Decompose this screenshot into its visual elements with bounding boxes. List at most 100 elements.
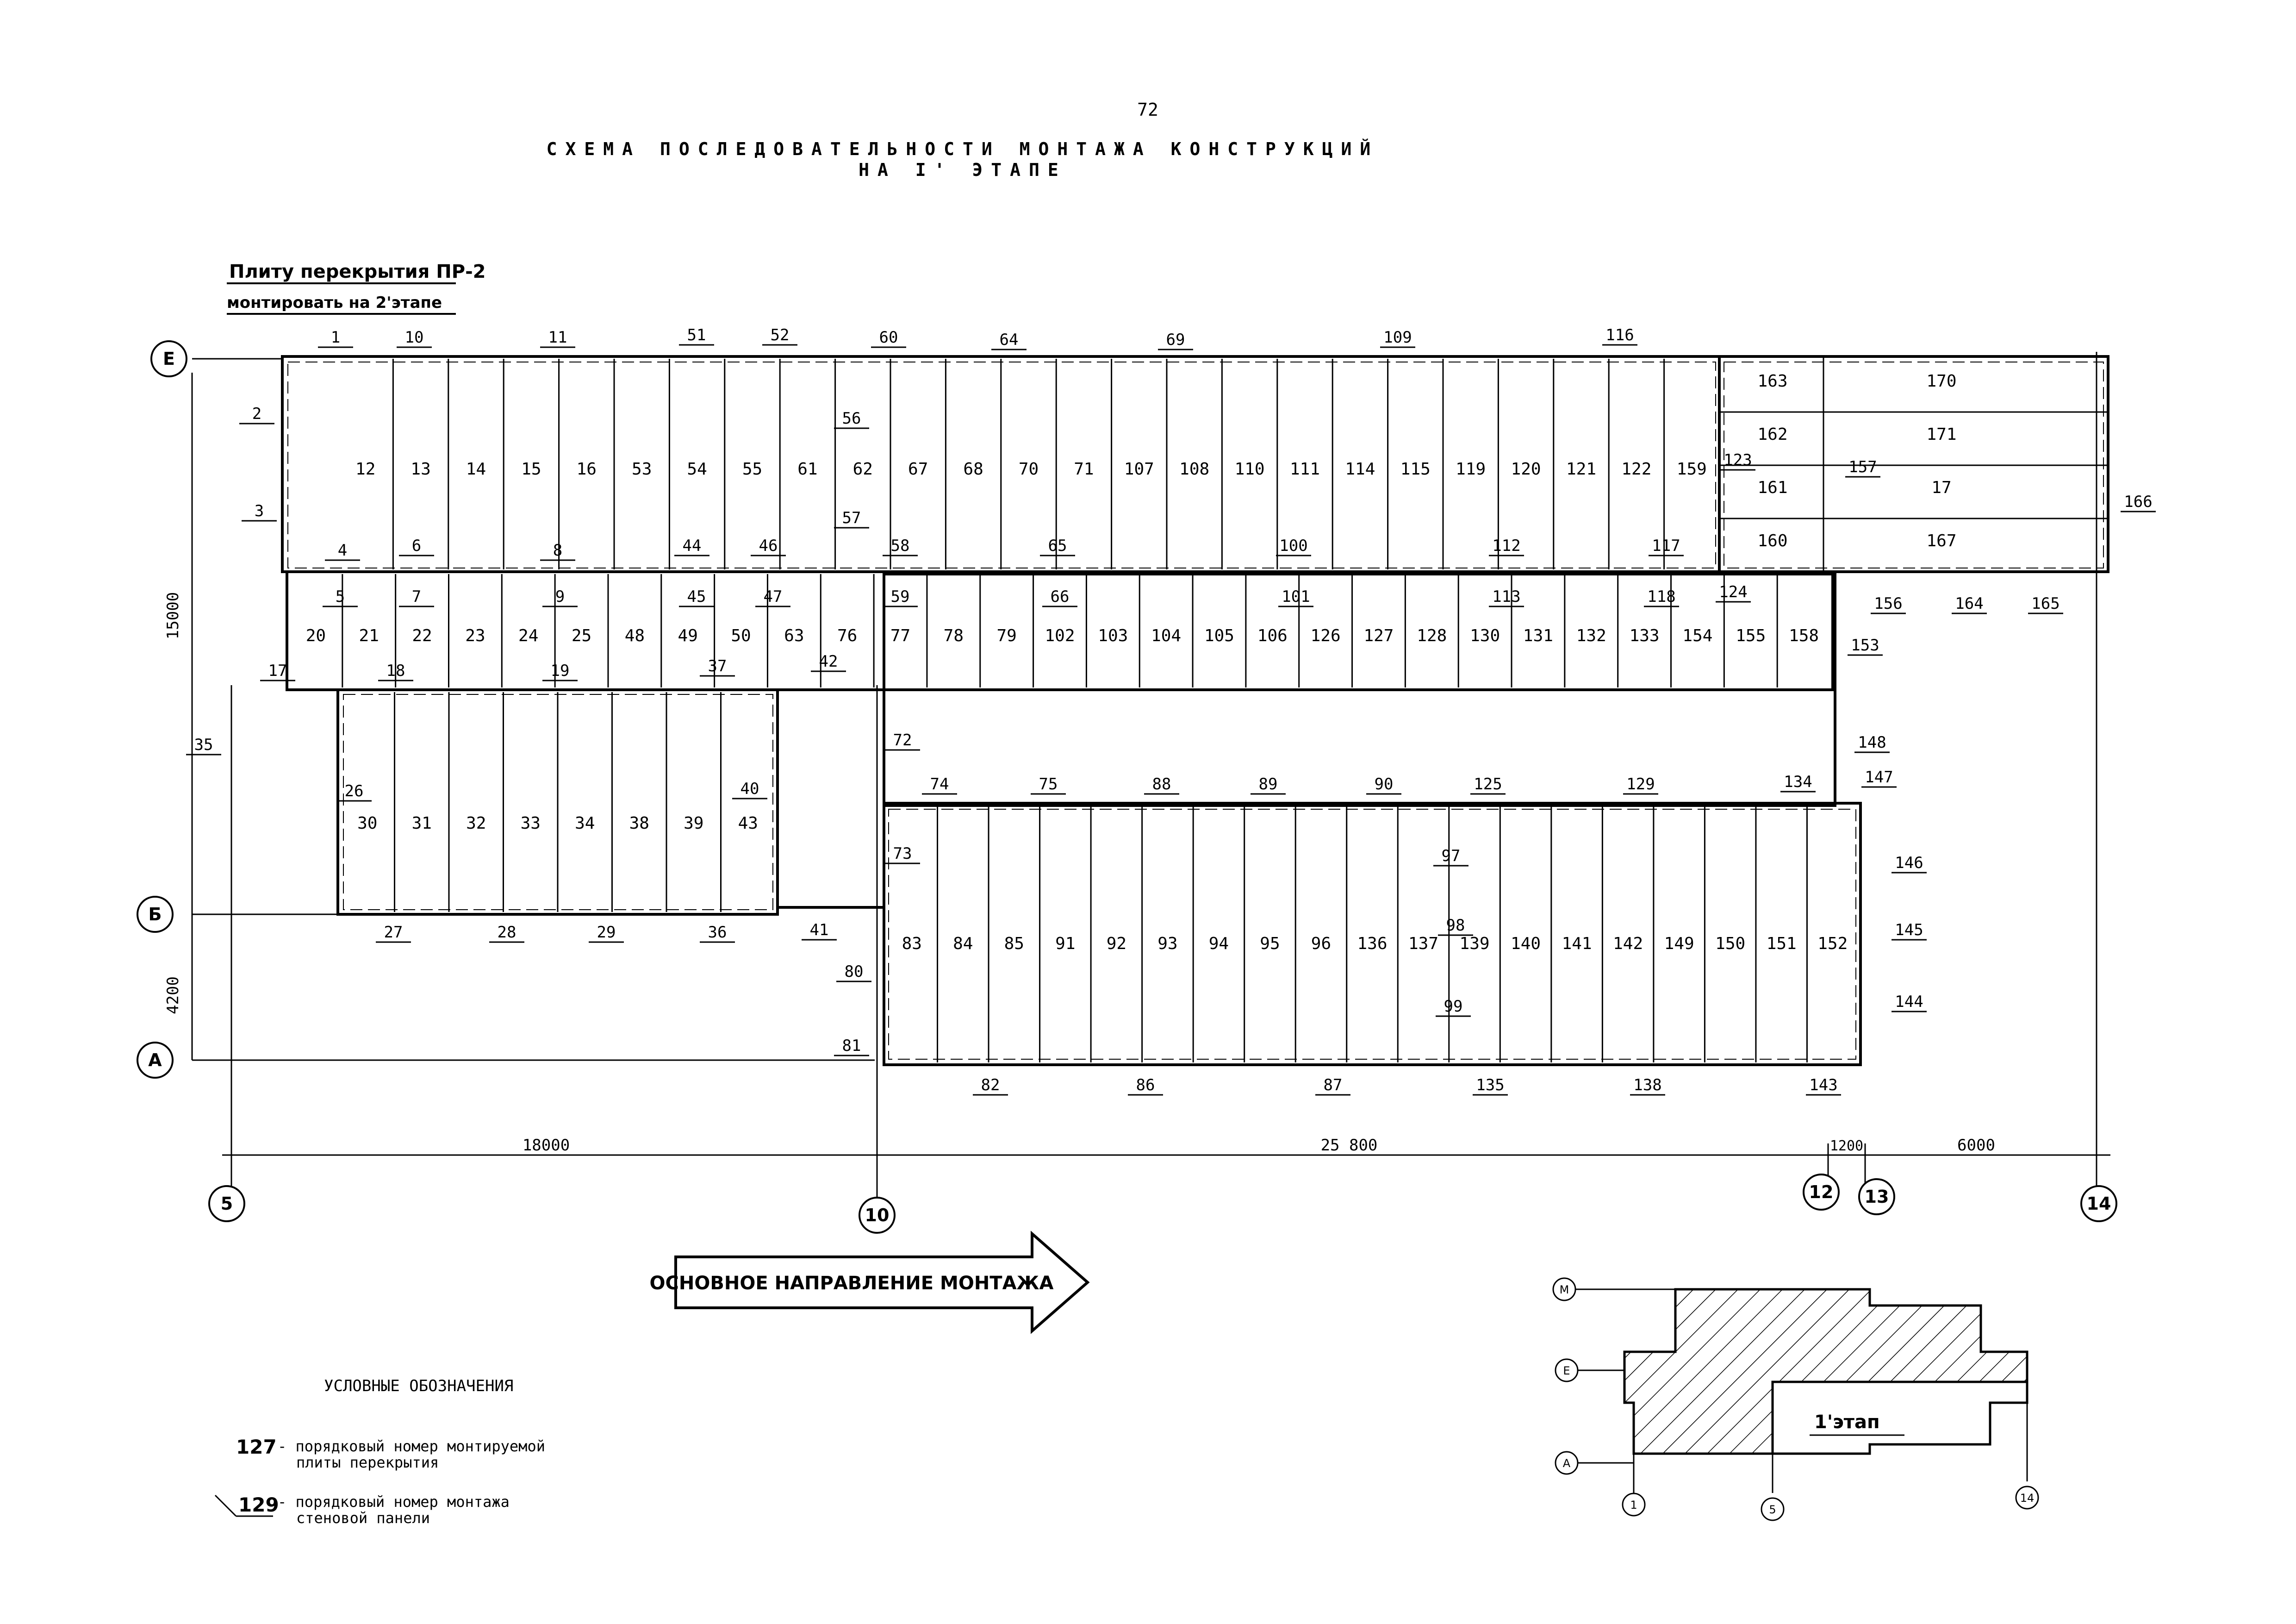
slab-label: 170: [1926, 372, 1956, 391]
slab-label: 50: [731, 626, 751, 645]
wall-panel-label: 29: [597, 923, 616, 942]
wall-panel-label: 135: [1476, 1076, 1504, 1094]
key-plan: 1'этап: [1564, 1288, 2028, 1493]
slab-label: 163: [1757, 372, 1787, 391]
wall-panel-label: 90: [1375, 775, 1394, 793]
keyplan-axis-marker: [1555, 1358, 1579, 1382]
slab-label: 131: [1523, 626, 1553, 645]
axis-col-marker: [208, 1185, 245, 1222]
wall-panel-label: 101: [1282, 587, 1310, 606]
wall-panel-label: 58: [891, 537, 910, 555]
slab-label: 23: [465, 626, 485, 645]
slab-label: 32: [466, 814, 486, 833]
slab-label: 12: [355, 460, 375, 479]
keyplan-axis-label: 14: [2020, 1492, 2035, 1505]
wall-panel-label: 36: [708, 923, 727, 942]
slab-label: 139: [1460, 934, 1490, 953]
keyplan-axis-label: А: [1563, 1457, 1571, 1470]
axis-row-marker: [137, 1042, 174, 1079]
slab-label: 39: [684, 814, 703, 833]
slab-label: 93: [1157, 934, 1177, 953]
wall-panel-label: 28: [498, 923, 516, 942]
wall-panel-label: 81: [842, 1037, 861, 1055]
wall-panel-label: 17: [268, 662, 287, 680]
drawing-subtitle: НА I' ЭТАПЕ: [859, 160, 1067, 180]
wall-panel-label: 138: [1633, 1076, 1661, 1094]
slab-label: 31: [412, 814, 432, 833]
legend-wall-text-1: - порядковый номер монтажа: [278, 1493, 510, 1511]
wall-panel-label: 64: [1000, 331, 1019, 349]
wall-panel-label: 72: [893, 731, 912, 750]
wall-panel-label: 1: [331, 328, 340, 347]
slab-label: 43: [738, 814, 758, 833]
slab-label: 167: [1926, 531, 1956, 550]
dim-25800: 25 800: [1321, 1136, 1378, 1155]
keyplan-axis-marker: [1622, 1493, 1646, 1517]
axis-col-marker: [1803, 1174, 1840, 1211]
wall-panel-label: 73: [893, 844, 912, 863]
wall-panel-label: 146: [1895, 854, 1923, 872]
slab-label: 14: [466, 460, 486, 479]
slab-label: 34: [575, 814, 595, 833]
slab-label: 24: [518, 626, 538, 645]
keyplan-axis-marker: [1555, 1451, 1579, 1475]
slab-label: 96: [1311, 934, 1331, 953]
slab-label: 154: [1682, 626, 1712, 645]
wall-panel-label: 65: [1048, 537, 1067, 555]
wall-panel-label: 51: [687, 326, 706, 344]
axis-row-marker-label: Б: [149, 904, 162, 924]
legend-slab-text-1: - порядковый номер монтируемой: [278, 1437, 545, 1455]
slab-label: 30: [357, 814, 377, 833]
wall-panel-label: 2: [252, 405, 261, 423]
wall-panel-label: 89: [1259, 775, 1278, 793]
slab-label: 150: [1715, 934, 1745, 953]
wall-panel-label: 40: [740, 780, 759, 798]
wall-panel-label: 11: [548, 328, 567, 347]
slab-label: 83: [902, 934, 922, 953]
wall-panel-label: 18: [386, 662, 405, 680]
slab-label: 15: [521, 460, 541, 479]
wall-panel-label: 42: [819, 652, 838, 671]
slab-label: 21: [359, 626, 379, 645]
slab-label: 67: [908, 460, 928, 479]
slab-label: 17: [1931, 478, 1951, 497]
direction-arrow: ОСНОВНОЕ НАПРАВЛЕНИЕ МОНТАЖА: [650, 1230, 1090, 1334]
slab-label: 16: [577, 460, 597, 479]
legend-slab-text-2: плиты перекрытия: [296, 1454, 439, 1471]
dim-4200: 4200: [164, 976, 182, 1014]
slab-label: 77: [890, 626, 910, 645]
wall-panel-label: 45: [687, 587, 706, 606]
wall-panel-label: 97: [1442, 847, 1461, 865]
wall-panel-label: 98: [1446, 916, 1465, 935]
slab-label: 162: [1757, 425, 1787, 444]
slab-label: 128: [1417, 626, 1447, 645]
wall-panel-label: 118: [1647, 587, 1675, 606]
wall-panel-label: 116: [1605, 326, 1634, 344]
wall-panel-label: 57: [842, 509, 861, 527]
slab-label: 155: [1736, 626, 1766, 645]
legend-wall-text-2: стеновой панели: [296, 1509, 430, 1527]
slab-label: 54: [687, 460, 707, 479]
slab-label: 161: [1757, 478, 1787, 497]
slab-label: 94: [1209, 934, 1229, 953]
slab-label: 122: [1621, 460, 1651, 479]
slab-label: 106: [1257, 626, 1288, 645]
wall-panel-label: 27: [384, 923, 403, 942]
wall-panel-label: 60: [879, 328, 898, 347]
slab-label: 22: [412, 626, 432, 645]
wall-panel-label: 10: [405, 328, 424, 347]
wall-panel-label: 123: [1724, 451, 1752, 469]
wall-panel-label: 156: [1874, 594, 1902, 613]
keyplan-axis-marker: [2015, 1486, 2039, 1510]
slab-label: 127: [1363, 626, 1394, 645]
slab-label: 95: [1260, 934, 1280, 953]
axis-col-marker: [1858, 1178, 1895, 1215]
slab-label: 149: [1664, 934, 1694, 953]
wall-panel-label: 165: [2031, 594, 2060, 613]
wall-panel-label: 129: [1626, 775, 1655, 793]
slab-label: 108: [1179, 460, 1209, 479]
slab-label: 20: [306, 626, 326, 645]
slab-label: 68: [963, 460, 983, 479]
slab-label: 130: [1470, 626, 1500, 645]
